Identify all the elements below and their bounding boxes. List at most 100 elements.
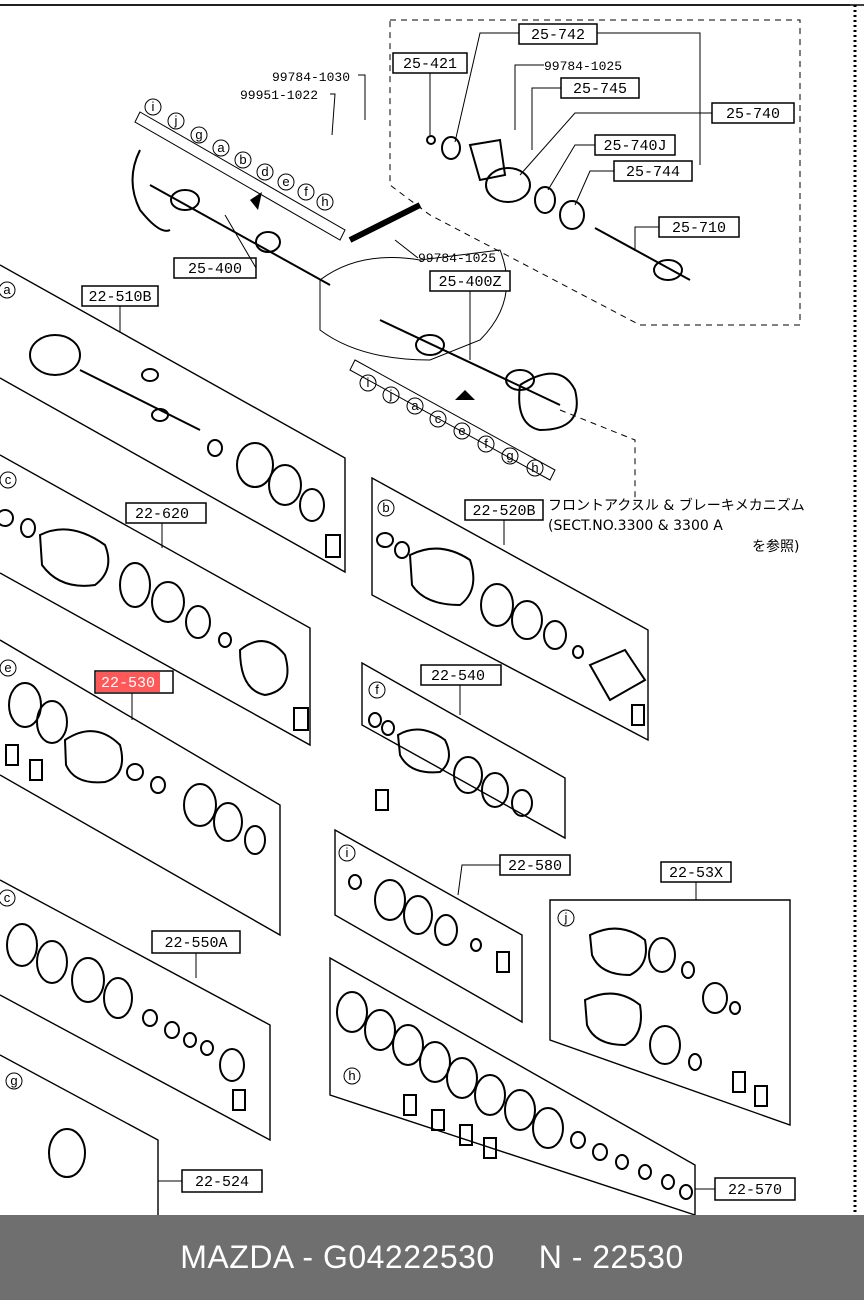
- svg-text:g: g: [10, 1073, 17, 1088]
- callout-25-740J[interactable]: 25-740J: [594, 134, 676, 156]
- circle-letter: a: [406, 397, 424, 415]
- svg-text:g: g: [195, 127, 202, 142]
- upper-circle-letters: i j g a b d e f h: [144, 98, 334, 211]
- note-line-2: (SECT.NO.3300 & 3300 A: [548, 518, 723, 534]
- note-line-3: を参照): [752, 538, 799, 555]
- svg-text:e: e: [4, 660, 11, 675]
- callout-25-744[interactable]: 25-744: [613, 160, 693, 182]
- callout-25-740[interactable]: 25-740: [711, 102, 795, 124]
- circle-letter: a: [0, 281, 16, 299]
- callout-22-524[interactable]: 22-524: [181, 1169, 263, 1193]
- svg-text:a: a: [3, 282, 11, 297]
- circle-letter: h: [526, 459, 544, 477]
- part-number-text: 99784-1025: [418, 251, 496, 266]
- callout-22-53X[interactable]: 22-53X: [660, 861, 732, 883]
- circle-letter: j: [557, 909, 575, 927]
- leader-25-740: [519, 112, 712, 176]
- circle-letter: i: [359, 374, 377, 392]
- circle-letter: j: [382, 386, 400, 404]
- callout-22-510B[interactable]: 22-510B: [81, 285, 159, 307]
- callout-25-421[interactable]: 25-421: [392, 52, 468, 74]
- svg-text:e: e: [458, 423, 465, 438]
- circle-letter: e: [453, 422, 471, 440]
- leader-p4: [394, 239, 419, 259]
- callout-25-710[interactable]: 25-710: [658, 216, 740, 238]
- circle-letter: a: [212, 139, 230, 157]
- panel-22-520B: [371, 476, 649, 742]
- svg-text:c: c: [435, 411, 442, 426]
- svg-text:g: g: [506, 448, 513, 463]
- circle-letter: j: [167, 112, 185, 130]
- callout-label: 22-580: [508, 858, 562, 875]
- callout-22-530-highlighted[interactable]: 22-530: [94, 670, 174, 694]
- callout-25-400[interactable]: 25-400: [173, 257, 257, 279]
- svg-text:c: c: [5, 472, 12, 487]
- circle-letter: e: [277, 173, 295, 191]
- leader-25-745: [531, 87, 561, 150]
- svg-text:j: j: [389, 387, 393, 402]
- circle-letter: i: [338, 844, 356, 862]
- panel-circle-letters: a b c e f i j c g h: [0, 281, 575, 1090]
- part-number-text: 99951-1022: [240, 88, 318, 103]
- circle-letter: d: [256, 163, 274, 181]
- circle-letter: f: [368, 681, 386, 699]
- svg-text:i: i: [346, 845, 349, 860]
- circle-letter: c: [0, 889, 16, 907]
- arrow-up-icon: [455, 390, 475, 400]
- callout-22-550A[interactable]: 22-550A: [151, 930, 241, 954]
- svg-text:i: i: [152, 99, 155, 114]
- circle-letter: i: [144, 98, 162, 116]
- transmission-sketch: [319, 249, 508, 361]
- right-shaft: [379, 319, 578, 432]
- panel-22-570: [329, 956, 696, 1215]
- leader-25-744: [574, 170, 614, 206]
- leader-25-710: [634, 226, 659, 250]
- callout-22-620[interactable]: 22-620: [125, 502, 207, 524]
- callout-25-745[interactable]: 25-745: [560, 77, 640, 99]
- circle-letter: g: [501, 447, 519, 465]
- shaft-bar-black: [348, 202, 422, 243]
- svg-text:h: h: [531, 460, 538, 475]
- callout-label: 22-53X: [669, 865, 723, 882]
- circle-letter: f: [297, 183, 315, 201]
- svg-text:f: f: [484, 436, 488, 451]
- lower-letter-strip: [349, 359, 556, 481]
- circle-letter: c: [429, 410, 447, 428]
- arrow-down-icon: [250, 192, 262, 210]
- leader-p2: [330, 93, 336, 136]
- leader-p3: [514, 64, 544, 130]
- callout-label: 22-570: [728, 1182, 782, 1199]
- part-number-text: 99784-1030: [272, 70, 350, 85]
- left-shaft: [131, 149, 331, 286]
- circle-letter: b: [377, 499, 395, 517]
- parts-diagram: 25-742 25-421 25-745 25-740 25-740J 25-7…: [0, 4, 864, 1215]
- circle-letter: f: [477, 435, 495, 453]
- callout-22-570[interactable]: 22-570: [714, 1177, 796, 1201]
- lower-circle-letters: i j a c e f g h: [359, 374, 544, 477]
- callout-25-400Z[interactable]: 25-400Z: [429, 270, 511, 292]
- callout-label: 22-550A: [164, 935, 227, 952]
- svg-text:c: c: [4, 890, 11, 905]
- svg-text:i: i: [367, 375, 370, 390]
- svg-text:h: h: [321, 194, 328, 209]
- callout-22-580[interactable]: 22-580: [499, 854, 571, 876]
- circle-letter: g: [5, 1072, 23, 1090]
- leader-25-742b: [597, 32, 701, 165]
- footer-brand-part: MAZDA - G04222530: [180, 1239, 495, 1275]
- circle-letter: h: [343, 1067, 361, 1085]
- callout-22-520B[interactable]: 22-520B: [464, 499, 544, 521]
- callout-22-540[interactable]: 22-540: [420, 664, 502, 686]
- callout-label: 25-421: [403, 56, 457, 73]
- panel-22-530: [0, 639, 281, 937]
- svg-text:b: b: [382, 500, 389, 515]
- callout-label: 22-620: [135, 506, 189, 523]
- callout-label: 22-510B: [88, 289, 151, 306]
- panel-22-620: [0, 454, 311, 747]
- top-assembly: [131, 111, 636, 505]
- callout-25-742[interactable]: 25-742: [518, 23, 598, 45]
- callout-label: 25-742: [531, 27, 585, 44]
- svg-text:e: e: [282, 174, 289, 189]
- callout-label: 22-524: [195, 1174, 249, 1191]
